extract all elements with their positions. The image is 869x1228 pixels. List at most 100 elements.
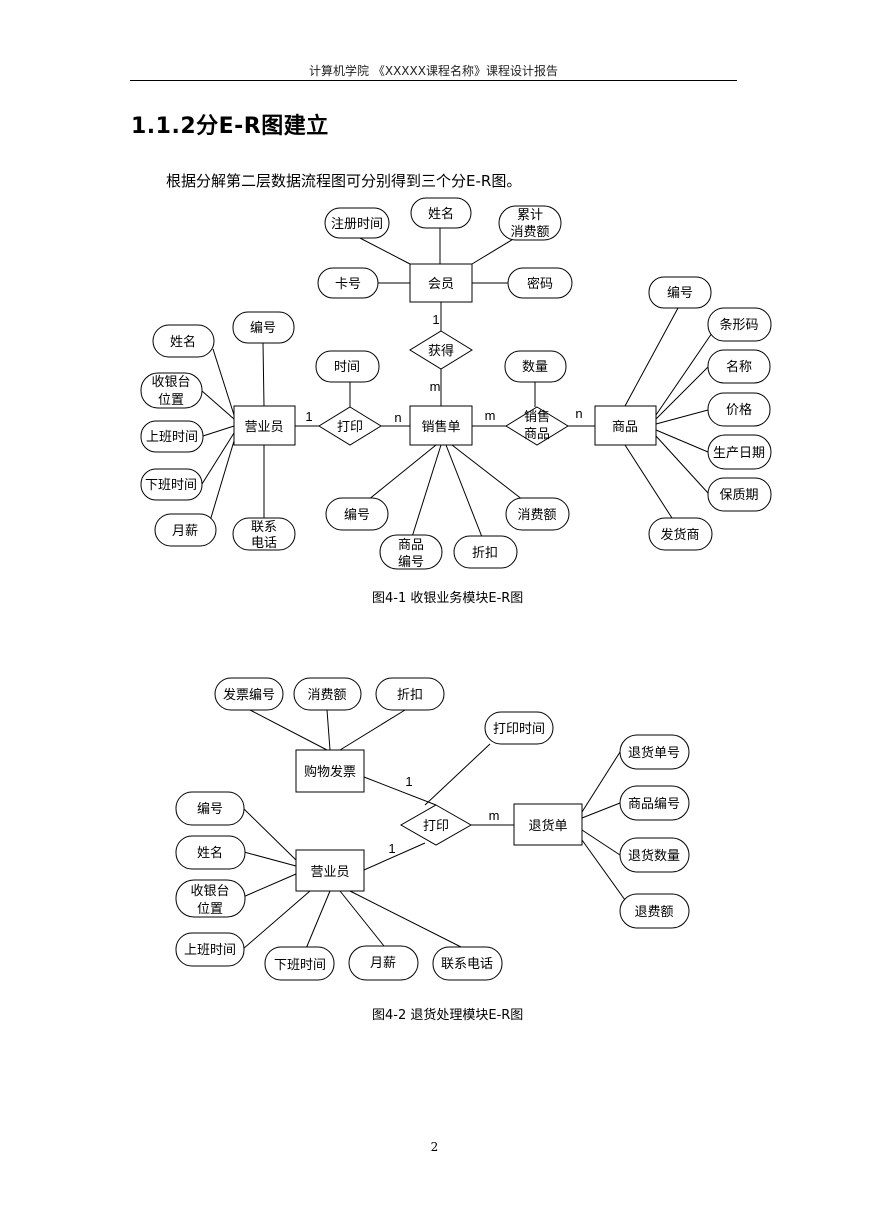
attr-phone (232, 517, 296, 551)
text-clerk2-pos-2: 位置 (197, 902, 223, 917)
attr-time (315, 350, 380, 383)
attr-reg-time (324, 207, 390, 239)
attr-barcode (707, 307, 772, 342)
attr-print-time (484, 711, 554, 745)
attr-shelf-life (707, 477, 772, 512)
text-cumulative-2: 消费额 (510, 225, 549, 240)
attr-return-product-id (619, 785, 690, 821)
text-phone-2: 电话 (251, 536, 277, 551)
attr-end-time (140, 468, 203, 501)
label-sell-1: 销售 (524, 409, 550, 425)
attr-refund (619, 893, 690, 929)
card-order-sell: m (485, 408, 496, 423)
label-member: 会员 (428, 277, 454, 292)
label-clerk-2: 营业员 (310, 865, 349, 880)
attr-member-name (410, 197, 472, 229)
attr-clerk-id (232, 311, 295, 344)
text-invoice-amount: 消费额 (307, 688, 346, 703)
text-card-no: 卡号 (335, 277, 361, 292)
text-phone-1: 联系 (251, 520, 277, 535)
attr-card-no (317, 267, 379, 299)
text-barcode: 条形码 (719, 317, 758, 333)
text-clerk-name: 姓名 (170, 334, 196, 350)
text-return-qty: 退货数量 (628, 848, 680, 864)
text-clerk-id: 编号 (250, 321, 276, 336)
attr-salary (154, 513, 217, 547)
text-clerk2-phone: 联系电话 (441, 957, 493, 972)
text-member-name: 姓名 (428, 206, 454, 222)
text-clerk2-id: 编号 (197, 802, 223, 817)
text-password: 密码 (527, 276, 553, 292)
card-print-order: n (394, 410, 401, 425)
header-rule (130, 80, 737, 81)
attr-return-no (619, 734, 690, 770)
text-time: 时间 (334, 360, 360, 375)
relation-print (318, 406, 382, 446)
card-clerk-print: 1 (305, 409, 312, 424)
attr-clerk2-end-time (264, 946, 335, 981)
text-cumulative-1: 累计 (517, 208, 543, 223)
text-clerk2-pos-1: 收银台 (190, 884, 229, 899)
attr-product-code (648, 276, 712, 309)
label-return-order: 退货单 (528, 818, 567, 834)
attr-order-id (325, 497, 389, 531)
entity-clerk (233, 405, 296, 446)
text-order-id: 编号 (344, 508, 370, 523)
text-product-id-2: 编号 (398, 555, 424, 570)
attr-clerk2-id (175, 791, 245, 826)
text-salary: 月薪 (172, 524, 198, 539)
attr-mfg-date (707, 434, 772, 470)
figure2-shapes (175, 677, 690, 981)
attr-product-name (707, 349, 771, 384)
figure1-shapes (140, 197, 772, 570)
attr-invoice-amount (293, 677, 362, 711)
entity-invoice (295, 749, 365, 793)
section-heading: 1.1.2分E-R图建立 (131, 114, 329, 139)
page-number: 2 (430, 1140, 439, 1154)
attr-price (707, 392, 771, 427)
label-invoice: 购物发票 (304, 764, 356, 780)
text-return-product-id: 商品编号 (628, 797, 680, 812)
text-quantity: 数量 (522, 360, 548, 375)
figure1-text: 会员 销售单 营业员 商品 获得 打印 销售 商品 注册时间 姓名 累计 消费额… (145, 206, 765, 570)
entity-sales-order (409, 405, 473, 446)
running-header: 计算机学院 《XXXXX课程名称》课程设计报告 (309, 64, 558, 78)
card-sell-product: n (575, 406, 582, 421)
relation-sell (505, 406, 569, 446)
attr-clerk-name (152, 324, 215, 358)
label-clerk: 营业员 (244, 420, 283, 435)
text-amount: 消费额 (517, 508, 556, 523)
text-end-time: 下班时间 (145, 478, 197, 493)
entity-member (409, 263, 473, 303)
card-invoice-print: 1 (405, 774, 412, 789)
attr-register-pos (140, 372, 203, 409)
attr-password (507, 267, 573, 299)
figure2-caption: 图4-2 退货处理模块E-R图 (372, 1008, 524, 1023)
text-refund: 退费额 (634, 905, 673, 920)
label-print: 打印 (337, 420, 363, 435)
attr-clerk2-name (175, 835, 246, 870)
text-clerk2-salary: 月薪 (370, 956, 396, 971)
attr-invoice-discount (375, 677, 445, 711)
relation-obtain (409, 330, 473, 370)
intro-paragraph: 根据分解第二层数据流程图可分别得到三个分E-R图。 (166, 172, 522, 190)
entity-clerk-2 (295, 849, 365, 892)
text-invoice-discount: 折扣 (397, 688, 423, 703)
text-print-time: 打印时间 (493, 722, 545, 737)
figure1-lines (201, 228, 713, 538)
attr-return-qty (619, 837, 690, 873)
label-sales-order: 销售单 (421, 419, 460, 435)
figure2-lines (242, 709, 626, 964)
label-product: 商品 (612, 420, 638, 435)
text-register-pos-1: 收银台 (151, 375, 190, 390)
figure1-caption: 图4-1 收银业务模块E-R图 (372, 591, 524, 606)
attr-start-time (140, 420, 204, 453)
text-product-id-1: 商品 (398, 538, 424, 553)
card-print-return: m (489, 808, 500, 823)
text-invoice-no: 发票编号 (223, 687, 275, 703)
entity-product (594, 405, 657, 446)
attr-product-id (379, 534, 443, 570)
attr-quantity (504, 350, 567, 383)
text-product-name: 名称 (726, 359, 752, 375)
